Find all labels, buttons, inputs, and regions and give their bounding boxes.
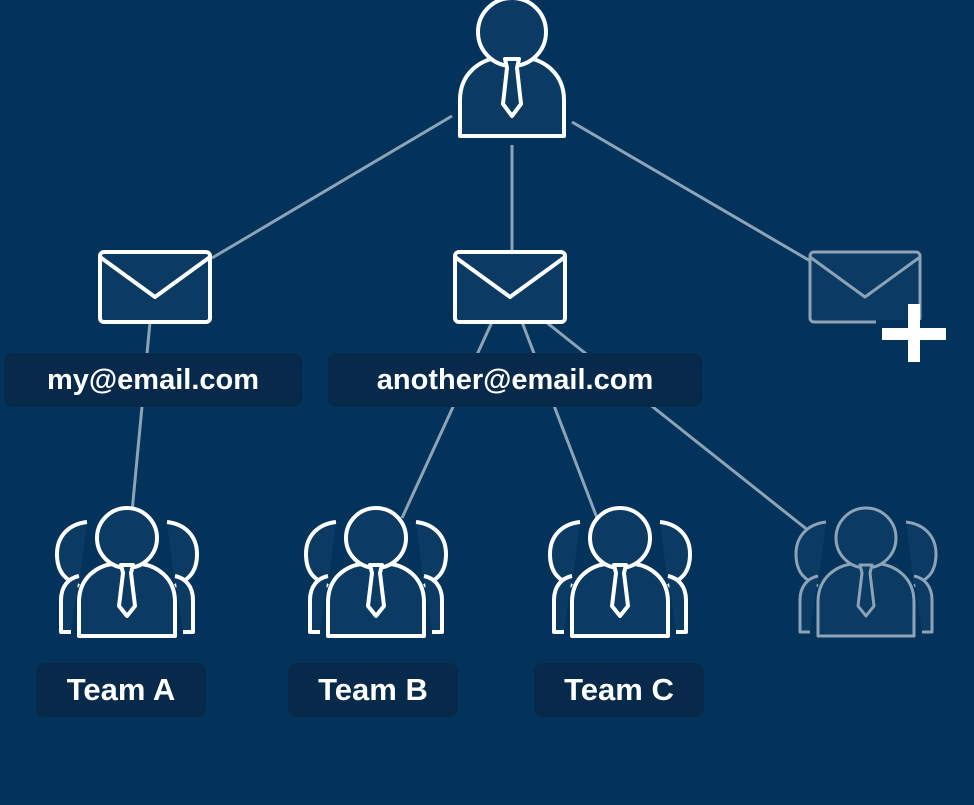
team-c-group-icon[interactable] [548, 506, 692, 638]
team-label: Team B [288, 663, 458, 717]
add-account-envelope-icon[interactable] [808, 250, 922, 324]
connector-account2-team-c [520, 321, 599, 519]
team-b-group-icon[interactable] [304, 506, 448, 638]
account-email-label: another@email.com [328, 353, 702, 407]
plus-icon[interactable] [876, 304, 950, 364]
connector-admin-add-account [571, 120, 813, 264]
connector-admin-account1 [211, 114, 453, 260]
account-envelope-icon [453, 250, 567, 324]
team-a-group-icon[interactable] [55, 506, 199, 638]
account-envelope-icon [98, 250, 212, 324]
connector-account1-team-a [130, 321, 152, 513]
account-email-label: my@email.com [4, 353, 302, 407]
team-label: Team A [36, 663, 206, 717]
team-label: Team C [534, 663, 704, 717]
connector-account2-team-b [400, 321, 494, 519]
add-team-group-icon[interactable] [794, 506, 938, 638]
connectors [130, 114, 815, 537]
admin-person-icon [458, 0, 566, 138]
